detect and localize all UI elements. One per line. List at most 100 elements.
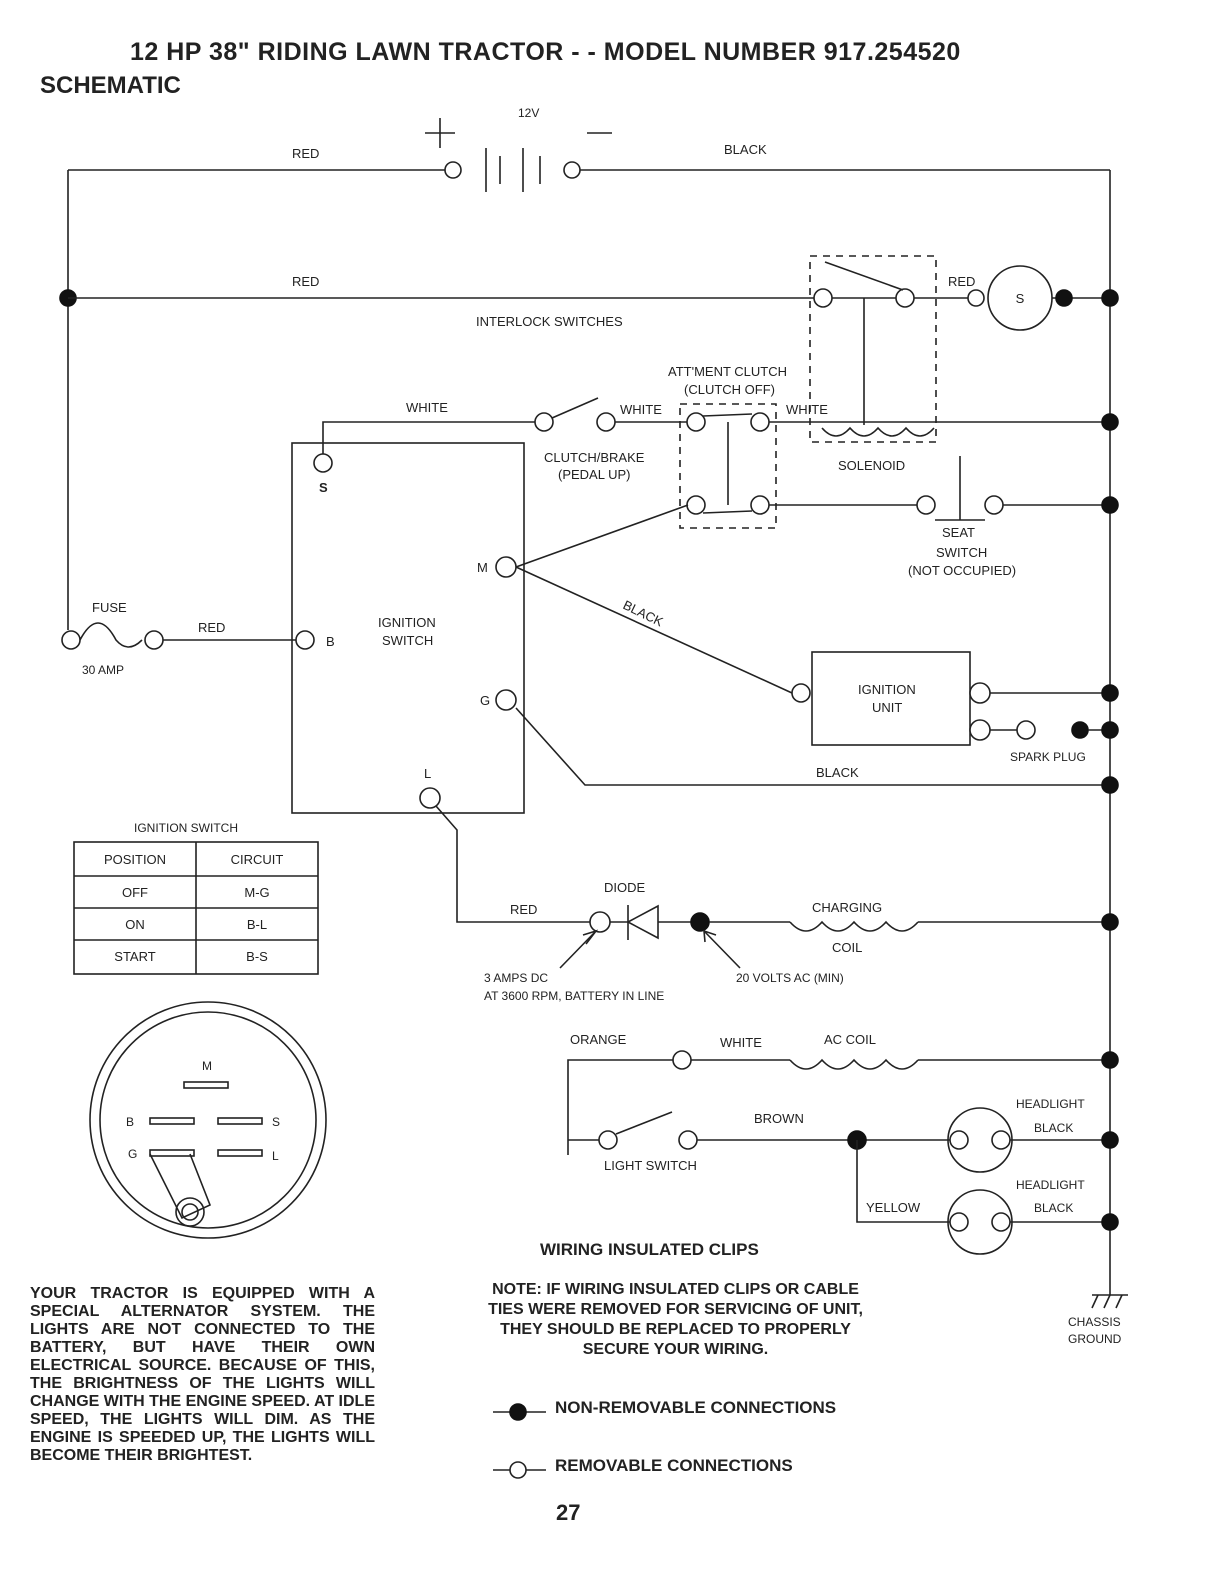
label-red-top: RED	[292, 146, 319, 161]
arrow-volts-head	[703, 929, 717, 943]
label-g-terminal: G	[480, 693, 490, 708]
att-clutch-t3	[686, 495, 706, 515]
ign-unit-out2	[969, 719, 991, 741]
label-starter: S	[1016, 291, 1025, 306]
diode-out-dot	[690, 912, 710, 932]
att-clutch-contact-2	[702, 510, 753, 514]
label-ign-switch-1: IGNITION	[378, 615, 436, 630]
dial-label-s: S	[272, 1115, 280, 1129]
wire-orange	[567, 1059, 674, 1155]
ign-dial-outer	[89, 1001, 327, 1239]
dial-slot-b	[149, 1117, 195, 1125]
label-amps-1: 3 AMPS DC	[484, 971, 548, 985]
ignition-switch-box	[291, 442, 525, 814]
label-black-ground: BLACK	[816, 765, 859, 780]
label-black-h2: BLACK	[1034, 1201, 1073, 1215]
label-brown: BROWN	[754, 1111, 804, 1126]
fuse-in	[61, 630, 81, 650]
dial-label-g: G	[128, 1147, 137, 1161]
alternator-note: YOUR TRACTOR IS EQUIPPED WITH A SPECIAL …	[30, 1285, 375, 1464]
label-m-terminal: M	[477, 560, 488, 575]
ign-table-cell: B-L	[247, 917, 267, 932]
label-red-mid: RED	[292, 274, 319, 289]
ign-unit-in	[791, 683, 811, 703]
brake-switch-out	[596, 412, 616, 432]
legend-non-removable: NON-REMOVABLE CONNECTIONS	[555, 1398, 837, 1417]
starter-ground-dot	[1055, 289, 1073, 307]
bus-junction-5	[1101, 684, 1119, 702]
dial-lever	[149, 1153, 212, 1220]
label-clutch-brake-2: (PEDAL UP)	[558, 467, 630, 482]
dial-slot-s	[217, 1117, 263, 1125]
seat-switch-t2	[984, 495, 1004, 515]
ign-unit-out1	[969, 682, 991, 704]
label-s-terminal: S	[319, 480, 328, 495]
ign-table-caption: IGNITION SWITCH	[134, 821, 238, 835]
dial-slot-m	[183, 1081, 229, 1089]
spark-plug-terminal	[1016, 720, 1036, 740]
ground-hatch-1	[1091, 1294, 1099, 1309]
arrow-amps-head	[582, 929, 599, 945]
fuse-element	[79, 622, 143, 648]
label-black-h1: BLACK	[1034, 1121, 1073, 1135]
ac-coil-terminal	[672, 1050, 692, 1070]
dial-label-b: B	[126, 1115, 134, 1129]
label-white-ac: WHITE	[720, 1035, 762, 1050]
bus-junction-4	[1101, 776, 1119, 794]
dial-slot-g	[149, 1149, 195, 1157]
label-white-3: WHITE	[786, 402, 828, 417]
wire-l-red	[435, 805, 592, 923]
solenoid-terminal-left	[813, 288, 833, 308]
label-spark-plug: SPARK PLUG	[1010, 750, 1086, 764]
label-seat-1: SEAT	[942, 525, 975, 540]
label-yellow: YELLOW	[866, 1200, 921, 1215]
label-l-terminal: L	[424, 766, 431, 781]
charging-coil	[789, 920, 919, 932]
ign-table-header-position: POSITION	[104, 852, 166, 867]
solenoid-box	[809, 255, 937, 443]
label-ign-unit-1: IGNITION	[858, 682, 916, 697]
att-clutch-t2	[750, 412, 770, 432]
label-white-2: WHITE	[620, 402, 662, 417]
arrow-amps	[559, 931, 596, 969]
label-volts: 20 VOLTS AC (MIN)	[736, 971, 844, 985]
label-att-clutch-2: (CLUTCH OFF)	[684, 382, 775, 397]
bus-junction-2	[1101, 413, 1119, 431]
headlight-2-t1	[949, 1212, 969, 1232]
solenoid-terminal-right	[895, 288, 915, 308]
ign-l-terminal	[419, 787, 441, 809]
diode-in	[589, 911, 611, 933]
ign-table-cell: START	[114, 949, 155, 964]
label-headlight-1: HEADLIGHT	[1016, 1097, 1085, 1111]
label-fuse: FUSE	[92, 600, 127, 615]
ign-g-terminal	[495, 689, 517, 711]
spark-plug-dot	[1071, 721, 1089, 739]
label-red-diode: RED	[510, 902, 537, 917]
ground-hatch-3	[1115, 1294, 1123, 1309]
label-chassis-1: CHASSIS	[1068, 1315, 1121, 1329]
ign-table-cell: OFF	[122, 885, 148, 900]
legend-removable: REMOVABLE CONNECTIONS	[555, 1456, 793, 1475]
label-fuse-amp: 30 AMP	[82, 663, 124, 677]
dial-label-m: M	[202, 1059, 212, 1073]
starter-terminal	[967, 289, 985, 307]
label-seat-3: (NOT OCCUPIED)	[908, 563, 1016, 578]
label-red-fuse: RED	[198, 620, 225, 635]
att-clutch-box	[679, 403, 777, 529]
page-title: 12 HP 38" RIDING LAWN TRACTOR - - MODEL …	[130, 38, 961, 66]
brake-switch-contact	[551, 397, 599, 419]
wire-m-to-seat	[515, 504, 689, 568]
solenoid-coil	[821, 426, 935, 437]
ground-hatch-2	[1103, 1294, 1111, 1309]
dial-slot-l	[217, 1149, 263, 1157]
bus-junction-7	[1101, 913, 1119, 931]
label-b-terminal: B	[326, 634, 335, 649]
label-white-1: WHITE	[406, 400, 448, 415]
wire-g-ground	[515, 707, 1110, 786]
ignition-unit-box	[811, 651, 971, 746]
label-seat-2: SWITCH	[936, 545, 987, 560]
label-interlock: INTERLOCK SWITCHES	[476, 314, 623, 329]
label-red-starter: RED	[948, 274, 975, 289]
dial-hub-outer	[175, 1197, 205, 1227]
label-diode: DIODE	[604, 880, 646, 895]
